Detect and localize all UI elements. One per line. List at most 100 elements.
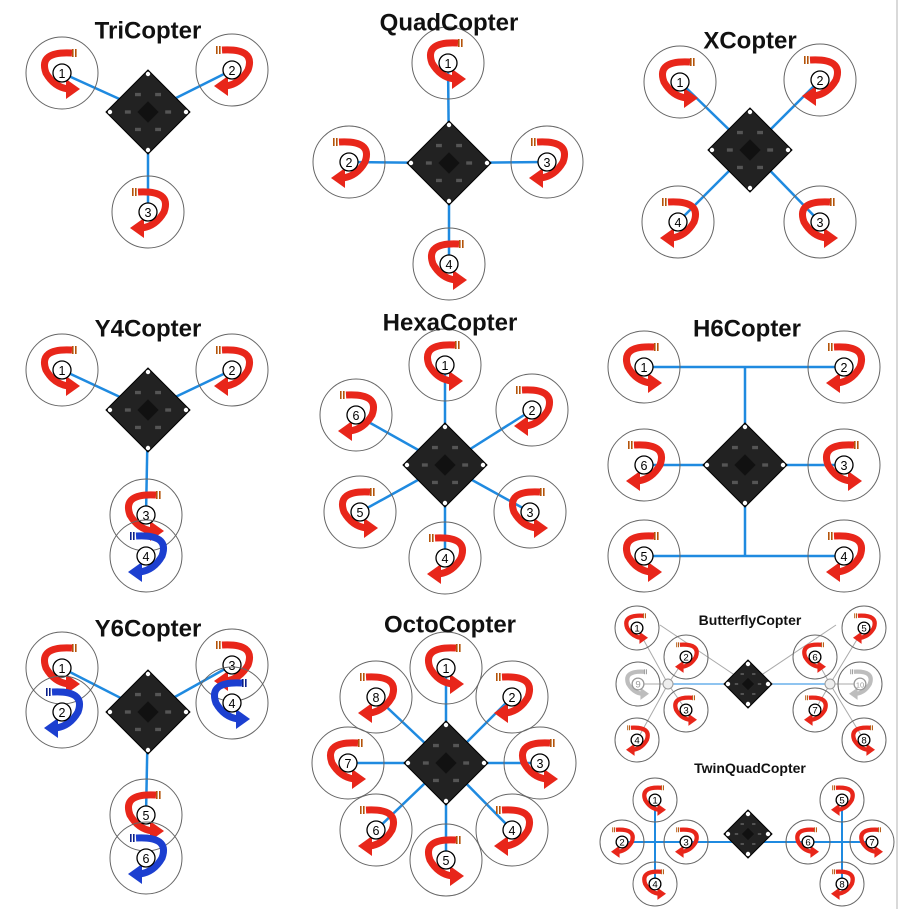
motor-number: 3 [683,705,688,716]
propeller-circle [195,666,269,740]
board-component [740,693,744,695]
motor-1: 1 [25,36,99,110]
arrow-tail-stripe [627,725,629,731]
motor-number-badge [634,455,654,475]
arrow-tail-stripe [828,532,830,540]
board-chip [435,752,457,774]
motor-number: 5 [357,506,364,520]
arrow-tail-stripe [156,791,158,799]
board-component [134,390,141,395]
motor-number: 4 [634,735,640,746]
board-component [421,463,428,467]
motor-number-badge [52,360,72,380]
board-component [452,480,459,485]
propeller-circle [792,687,838,733]
arrow-tail-stripe [462,240,464,248]
board-component [165,408,172,412]
motor-number: 3 [683,837,688,848]
arrow-head-icon [544,769,558,789]
motor-7: 7 [849,819,895,865]
propeller-circle [412,227,486,301]
propeller-circle [408,521,482,595]
mounting-hole [183,109,189,115]
board-chip [434,454,456,476]
arrow-tail-stripe [856,613,858,619]
mounting-hole [745,661,751,667]
propeller-circle [615,661,661,707]
rotation-arrow-ccw-icon [802,642,822,669]
propeller-circle [25,333,99,407]
board-component [731,480,738,485]
motor-number: 7 [869,837,874,848]
motor-number: 5 [143,809,150,823]
motor-number: 1 [59,662,66,676]
motor-number-badge [834,546,854,566]
rotation-arrow-cw-icon [501,806,533,850]
arrow-tail-stripe [216,641,218,649]
motor-number-badge [679,703,693,717]
arrow-tail-stripe [661,785,663,791]
motor-8: 8 [819,861,865,907]
arrow-head-icon [648,373,662,393]
motor-number-badge [679,835,693,849]
propeller-circle [792,634,838,680]
arrow-tail-stripe [363,673,365,681]
arrow-head-icon [802,86,816,106]
arrow-head-icon [817,660,826,673]
rotation-arrow-cw-icon [633,441,665,485]
rotation-arrow-ccw-icon [211,679,243,723]
motor-number-badge [630,733,644,747]
arrow-head-icon [338,421,352,441]
mounting-hole [145,147,151,153]
rotation-arrow-cw-icon [833,532,865,576]
arrow-tail-stripe [133,834,135,842]
arrow-tail-stripe [645,669,647,675]
propeller-circle [339,793,413,867]
motor-number-badge [136,805,156,825]
motor-number: 3 [537,757,544,771]
arrow-head-icon [848,471,862,491]
arrow-tail-stripe [358,739,360,747]
motor-number: 5 [443,854,450,868]
motor-number-badge [136,505,156,525]
rotation-arrow-ccw-icon [851,725,871,752]
motor-3: 3 [807,428,881,502]
propeller-circle [109,821,183,895]
mounting-hole [780,462,786,468]
motor-number-badge [366,820,386,840]
motor-number: 2 [229,364,236,378]
propeller-circle [109,519,183,593]
motor-number: 5 [861,623,866,634]
arrow-head-icon [427,564,441,584]
rotation-arrow-cw-icon [521,386,553,430]
board-component [452,445,459,450]
arrow-tail-stripe [496,806,498,814]
arrow-tail-stripe [159,491,161,499]
arrow-tail-stripe [49,688,51,696]
arrow-head-icon [236,709,250,729]
arrow-tail-stripe [830,198,832,206]
arrow-tail-stripe [678,642,680,648]
board-component [435,143,442,148]
arrow-tail-stripe [72,49,74,57]
arrow-tail-stripe [644,669,646,675]
motor-number: 2 [683,652,688,663]
motor-2: 2 [807,330,881,404]
board-component [134,127,141,132]
board-component [165,110,172,114]
mounting-hole [442,500,448,506]
arrow-tail-stripe [340,391,342,399]
arrow-head-icon [824,228,838,248]
rotation-arrow-cw-icon [809,56,841,100]
mounting-hole [404,462,410,468]
rotation-arrow-ccw-icon [428,240,460,284]
board-component [453,743,460,748]
rotation-arrow-ccw-icon [642,869,662,896]
rotation-arrow-ccw-icon [425,836,457,880]
arrow-tail-stripe [854,613,856,619]
rotation-arrow-ccw-icon [41,644,73,688]
motor-number: 3 [143,509,150,523]
motor-number-badge [435,355,455,375]
